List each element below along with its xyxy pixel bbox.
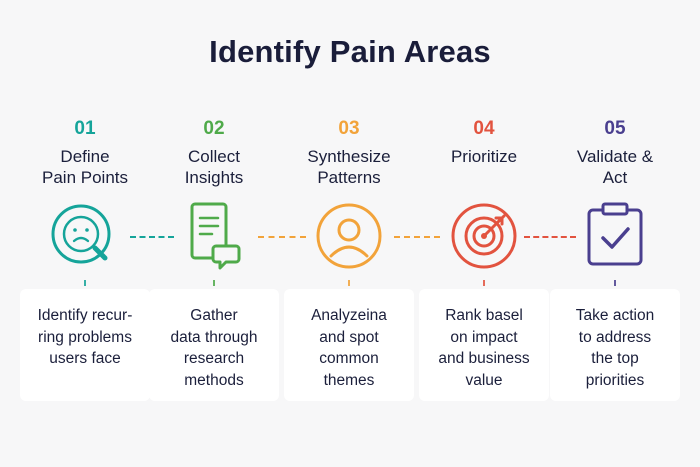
step-number: 02 — [203, 118, 225, 139]
document-chat-icon — [147, 198, 281, 274]
clipboard-check-icon — [548, 198, 682, 274]
step-label: Prioritize — [450, 147, 518, 166]
step-description: Take action to address the top prioritie… — [575, 307, 655, 389]
step-label: Validate & Act — [576, 147, 654, 187]
step-number: 01 — [74, 118, 96, 139]
description-card — [20, 289, 150, 401]
step-label: Define Pain Points — [42, 147, 128, 187]
step-description: Identify recur- ring problems users face — [37, 307, 133, 367]
step-number: 04 — [473, 118, 495, 139]
step-description: Gather data through research methods — [170, 307, 258, 389]
step-number: 03 — [338, 118, 360, 139]
page-title: Identify Pain Areas — [209, 34, 491, 69]
step-number: 05 — [604, 118, 626, 139]
connector-4-5 — [524, 236, 576, 238]
step-description: Rank basel on impact and business value — [438, 307, 530, 389]
connector-3-4 — [394, 236, 440, 238]
sad-face-magnifier-icon — [18, 198, 152, 274]
connector-2-3 — [258, 236, 306, 238]
connector-1-2 — [130, 236, 174, 238]
step-label: Collect Insights — [184, 147, 244, 187]
description-card — [419, 289, 549, 401]
target-icon — [417, 198, 551, 274]
step-label: Synthesize Patterns — [307, 147, 391, 187]
description-card — [284, 289, 414, 401]
description-card — [550, 289, 680, 401]
pattern-circle-icon — [282, 198, 416, 274]
step-description: Analyzeina and spot common themes — [311, 307, 387, 389]
description-card — [149, 289, 279, 401]
